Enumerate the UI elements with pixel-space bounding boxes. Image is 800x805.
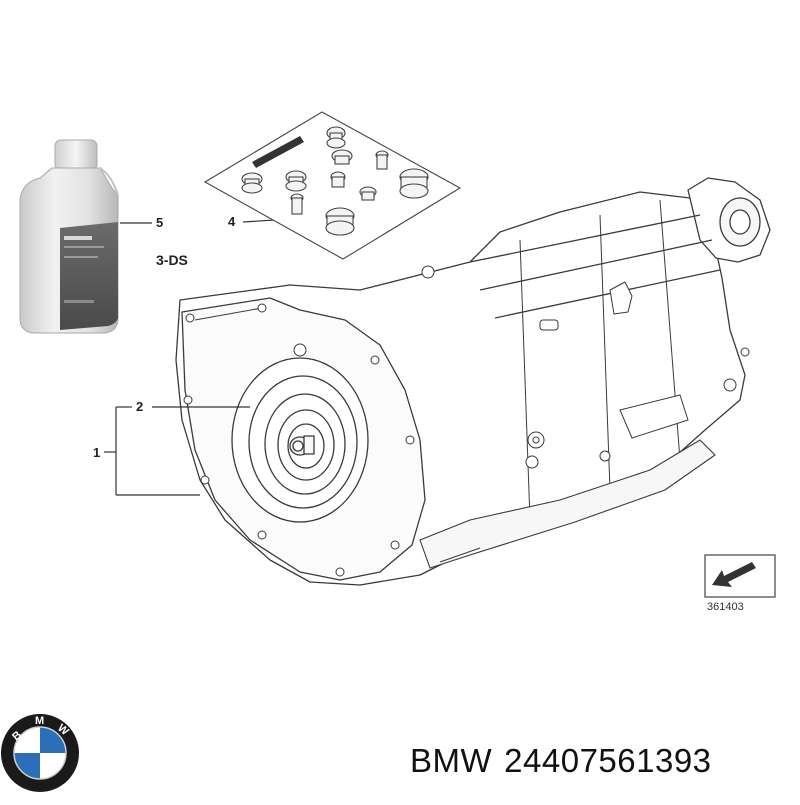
diagram-reference-code: 361403	[707, 601, 744, 613]
logo-letter-m: M	[35, 715, 44, 727]
brand-name: BMW	[410, 742, 493, 779]
callout-item-1: 1	[93, 445, 101, 460]
gasket-kit-icon	[203, 111, 462, 260]
callout-item-5: 5	[156, 215, 164, 230]
part-title: BMW 24407561393	[410, 742, 724, 780]
oil-bottle-icon	[19, 139, 119, 334]
part-number: 24407561393	[504, 742, 712, 779]
torque-converter	[231, 357, 369, 523]
view-direction-arrow-icon	[704, 554, 776, 598]
bmw-logo: B M W	[1, 714, 79, 792]
callout-item-2: 2	[136, 399, 144, 414]
transmission-drawing	[175, 177, 771, 586]
callout-variant-3ds: 3-DS	[156, 252, 188, 268]
callout-item-4: 4	[228, 214, 236, 229]
leader-item-1-2	[104, 406, 250, 496]
